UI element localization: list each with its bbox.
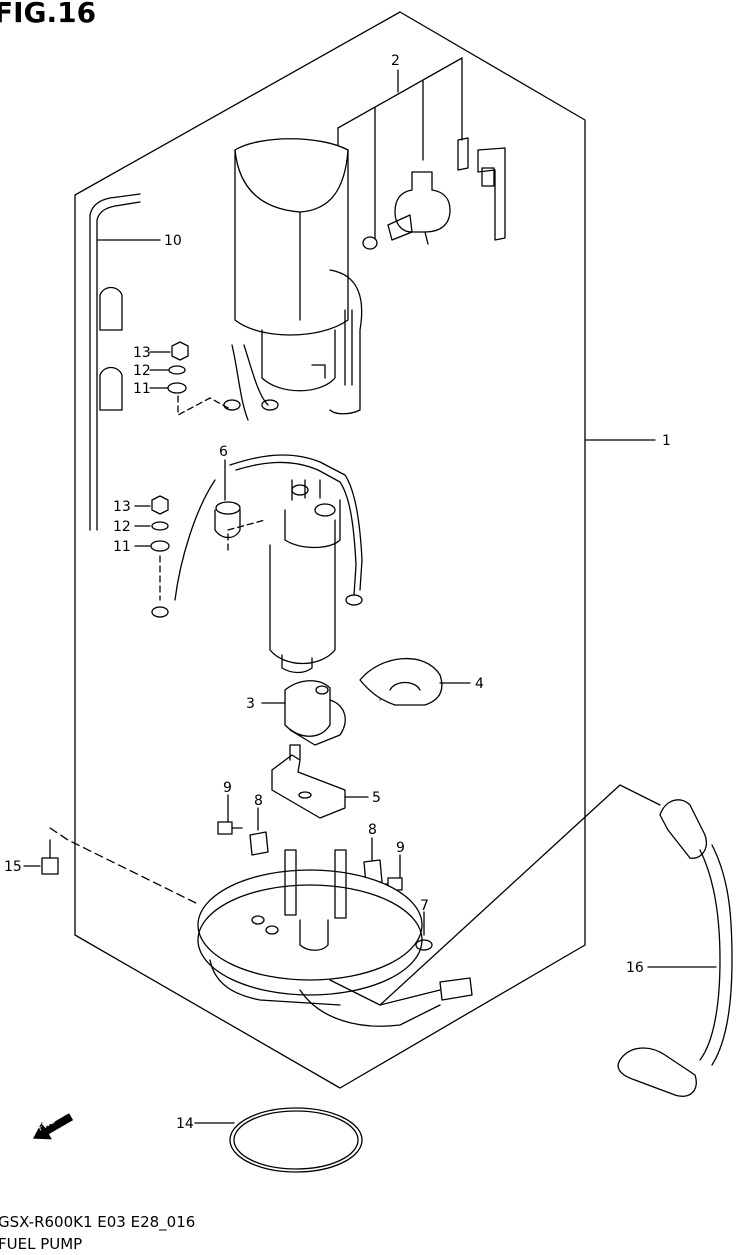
callout-2-bracket [337,57,463,129]
bracket-5 [271,744,369,819]
o-ring-14 [194,1107,363,1173]
callout-10: 10 [164,233,182,249]
callout-16: 16 [626,960,644,976]
fuel-hose-10 [89,193,161,531]
callout-1: 1 [662,433,671,449]
callout-11-lower: 11 [113,539,131,555]
callout-6: 6 [219,444,228,460]
callout-12-upper: 12 [133,363,151,379]
nut-washer-set-lower [134,495,170,601]
callout-9-right: 9 [396,840,405,856]
holder-3 [261,680,346,746]
callout-16-leader [379,784,661,1006]
callout-7: 7 [420,898,429,914]
callout-13-lower: 13 [113,499,131,515]
callout-12-lower: 12 [113,519,131,535]
callout-15: 15 [4,859,22,875]
callout-8-right: 8 [368,822,377,838]
cushion-4 [359,657,471,706]
callout-9-left: 9 [223,780,232,796]
diagram-caption: FUEL PUMP [0,1235,83,1253]
fuel-hose-16 [617,799,733,1097]
callout-5: 5 [372,790,381,806]
assembly-boundary-line [74,11,586,1089]
callout-8-left: 8 [254,793,263,809]
callout-4: 4 [475,676,484,692]
callout-2: 2 [391,53,400,69]
callout-14: 14 [176,1116,194,1132]
nut-washer-set-upper [149,341,233,416]
fuel-pump-mounting-plate [197,849,473,1027]
fuel-filter-cup [234,138,363,415]
pressure-regulator [362,137,506,250]
figure-title: FIG.16 [0,0,97,29]
callout-3: 3 [246,696,255,712]
model-code: GSX-R600K1 E03 E28_016 [0,1213,196,1231]
fuel-pump-motor [151,454,363,674]
forward-direction-arrow [33,1113,74,1140]
bolt-15 [23,827,201,906]
callout-13-upper: 13 [133,345,151,361]
callout-11-upper: 11 [133,381,151,397]
